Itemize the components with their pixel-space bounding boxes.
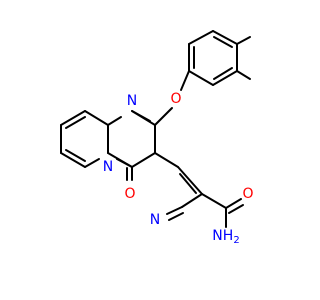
bond: [201, 193, 227, 209]
atom-labels: N N O O N O NH2: [103, 91, 254, 246]
bond: [180, 70, 190, 91]
amine-label: NH2: [212, 228, 239, 246]
nitrogen-label-ring-upper: N: [127, 93, 137, 109]
bond: [65, 149, 86, 162]
bond: [236, 70, 251, 80]
bond: [213, 67, 233, 80]
bond: [65, 116, 86, 129]
bond: [188, 30, 214, 45]
bond: [131, 110, 151, 122]
oxygen-label-carbonyl-ring: O: [124, 186, 135, 202]
canvas-background: [0, 0, 300, 300]
bond: [181, 193, 203, 208]
bond: [212, 30, 238, 45]
bond: [116, 158, 133, 168]
oxygen-label-ether: O: [170, 91, 181, 107]
bond: [212, 70, 238, 86]
bond: [84, 158, 100, 168]
nitrogen-label-nitrile: N: [150, 212, 160, 228]
bond: [236, 36, 251, 45]
bond: [131, 152, 156, 168]
amine-nitrogen-label: N: [212, 228, 222, 244]
bond: [179, 173, 197, 194]
bond: [188, 70, 214, 86]
bond: [228, 204, 244, 214]
bond: [154, 152, 179, 168]
bond: [213, 36, 233, 48]
bond: [225, 198, 242, 209]
bond: [60, 152, 86, 168]
bond: [84, 110, 109, 126]
molecule-structure-diagram: N N O O N O NH2: [0, 0, 300, 300]
nitrogen-label-ring-fused: N: [103, 159, 113, 175]
amine-hydrogen-label: H: [223, 228, 234, 244]
bond: [107, 116, 122, 126]
bond: [154, 107, 173, 126]
bond-layer: [60, 30, 251, 228]
bond: [60, 110, 86, 126]
amine-subscript-label: 2: [233, 235, 239, 246]
bond: [168, 212, 184, 221]
bond: [166, 206, 183, 215]
oxygen-label-amide: O: [242, 186, 253, 202]
bond: [177, 166, 203, 195]
